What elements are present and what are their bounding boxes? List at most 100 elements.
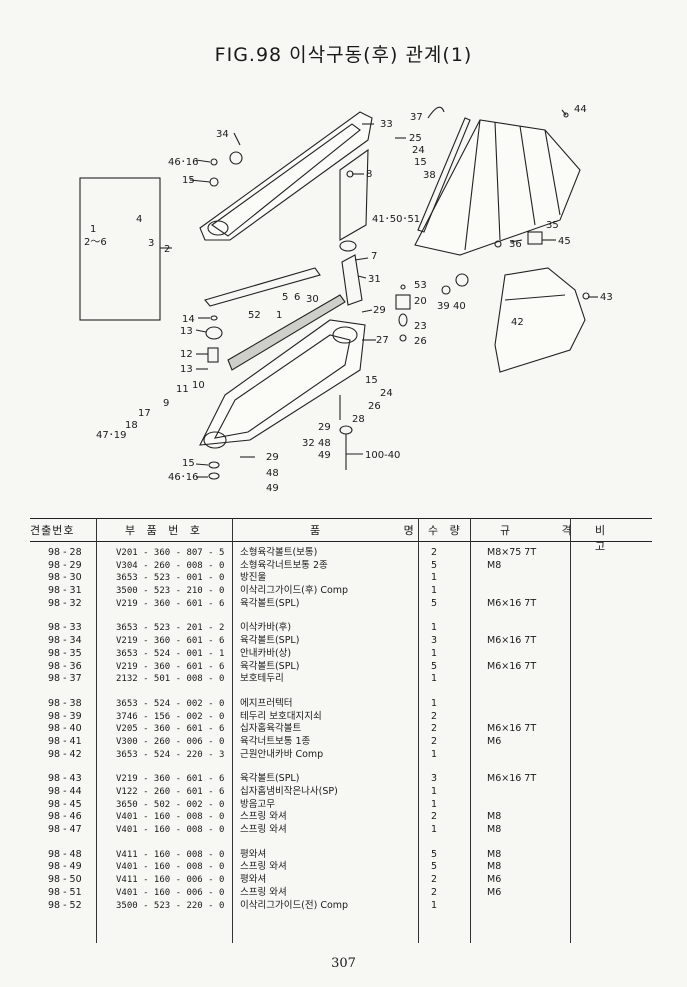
part-number: V401 - 160 - 006 - 0	[116, 887, 225, 898]
svg-text:13: 13	[180, 364, 193, 375]
svg-text:28: 28	[352, 414, 365, 425]
svg-text:6: 6	[294, 292, 300, 303]
part-name: 평와셔	[240, 848, 267, 860]
part-name: 육각볼트(SPL)	[240, 597, 300, 609]
ref-number: 98 - 32	[48, 597, 82, 609]
ref-number: 98 - 48	[48, 848, 82, 860]
ref-number: 98 - 42	[48, 748, 82, 760]
specification: M8	[487, 811, 502, 823]
svg-text:46･16: 46･16	[168, 157, 198, 168]
part-name: 에지프러텍터	[240, 697, 293, 709]
quantity: 2	[430, 723, 438, 735]
ref-number: 98 - 35	[48, 647, 82, 659]
svg-text:48: 48	[266, 468, 279, 479]
svg-text:45: 45	[558, 236, 571, 247]
svg-text:5: 5	[282, 292, 288, 303]
part-number: 3653 - 523 - 201 - 2	[116, 623, 225, 634]
quantity: 5	[430, 861, 438, 873]
ref-number: 98 - 39	[48, 710, 82, 722]
specification: M6	[487, 735, 502, 747]
part-number: 3650 - 502 - 002 - 0	[116, 799, 225, 810]
svg-text:8: 8	[366, 169, 372, 180]
specification: M8×75 7T	[487, 547, 537, 558]
specification: M6×16 7T	[487, 723, 537, 735]
svg-text:49: 49	[318, 450, 331, 461]
part-number: V401 - 160 - 008 - 0	[116, 812, 225, 823]
svg-text:49: 49	[266, 483, 279, 494]
svg-text:32: 32	[302, 438, 315, 449]
part-number: 3653 - 524 - 001 - 1	[116, 648, 225, 659]
svg-text:39: 39	[437, 301, 450, 312]
svg-text:38: 38	[423, 170, 436, 181]
svg-text:12: 12	[180, 349, 193, 360]
svg-text:15: 15	[365, 375, 378, 386]
svg-text:33: 33	[380, 119, 393, 130]
part-number: V219 - 360 - 601 - 6	[116, 598, 225, 609]
ref-number: 98 - 43	[48, 773, 82, 785]
part-number: 3500 - 523 - 220 - 0	[116, 900, 225, 911]
svg-text:29: 29	[266, 452, 279, 463]
svg-text:46･16: 46･16	[168, 472, 198, 483]
part-number: 2132 - 501 - 008 - 0	[116, 674, 225, 685]
specification: M6	[487, 874, 502, 886]
svg-text:13: 13	[180, 326, 193, 337]
part-name: 스프링 와셔	[240, 861, 287, 873]
ref-number: 98 - 40	[48, 723, 82, 735]
part-number: V401 - 160 - 008 - 0	[116, 862, 225, 873]
svg-text:2～6: 2～6	[84, 237, 107, 248]
ref-number: 98 - 47	[48, 824, 82, 836]
quantity: 2	[430, 874, 438, 886]
svg-text:48: 48	[318, 438, 331, 449]
upper-cover-shape	[199, 111, 373, 241]
ref-number: 98 - 46	[48, 811, 82, 823]
ref-number: 98 - 52	[48, 899, 82, 911]
part-name: 십자홈냄비작은나사(SP)	[240, 786, 338, 797]
part-name: 근원안내카바 Comp	[240, 748, 324, 760]
ref-number: 98 - 44	[48, 786, 82, 797]
quantity: 1	[430, 748, 438, 760]
part-name: 육각볼트(SPL)	[240, 660, 300, 672]
svg-text:7: 7	[371, 251, 377, 262]
figure-title: FIG.98 이삭구동(후) 관계(1)	[214, 44, 473, 66]
part-number: V219 - 360 - 601 - 6	[116, 636, 225, 647]
svg-text:26: 26	[414, 336, 427, 347]
svg-text:2: 2	[164, 244, 170, 255]
quantity: 1	[430, 899, 438, 911]
ref-number: 98 - 36	[48, 660, 82, 672]
part-number: V201 - 360 - 807 - 5	[116, 548, 225, 558]
quantity: 3	[430, 773, 438, 785]
header-name: 품 명	[310, 524, 454, 537]
svg-text:15: 15	[182, 458, 195, 469]
part-name: 십자홈육각볼트	[240, 723, 302, 735]
part-name: 보호테두리	[240, 673, 284, 685]
svg-text:29: 29	[318, 422, 331, 433]
part-name: 육각너트보통 1종	[240, 735, 311, 747]
column-divider	[418, 518, 419, 943]
ref-number: 98 - 29	[48, 559, 82, 571]
ref-number: 98 - 33	[48, 622, 82, 634]
quantity: 3	[430, 635, 438, 647]
ref-number: 98 - 51	[48, 886, 82, 898]
quantity: 1	[430, 572, 438, 584]
column-divider	[232, 518, 233, 943]
svg-text:43: 43	[600, 292, 613, 303]
svg-text:37: 37	[410, 112, 423, 123]
specification: M8	[487, 861, 502, 873]
svg-text:11: 11	[176, 384, 189, 395]
svg-text:1: 1	[276, 310, 282, 321]
svg-text:24: 24	[412, 145, 425, 156]
parts-table-header: 견출번호 부 품 번 호 품 명 수 량 규 격 비 고	[30, 518, 652, 553]
header-spec: 규 격	[500, 524, 596, 537]
quantity: 2	[430, 886, 438, 898]
svg-text:52: 52	[248, 310, 261, 321]
svg-text:3: 3	[148, 238, 154, 249]
svg-text:100-40: 100-40	[365, 450, 400, 461]
quantity: 2	[430, 710, 438, 722]
